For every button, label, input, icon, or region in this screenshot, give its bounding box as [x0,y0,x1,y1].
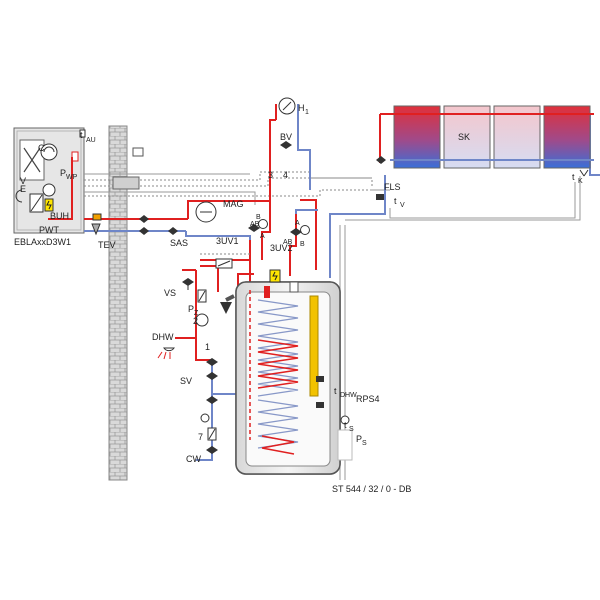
label-num-2: 2 [193,316,198,326]
label-cw: CW [186,454,201,464]
label-uv1-ab: AB [250,221,260,228]
label-uv1-a: A [260,233,265,240]
label-tdhw-sub: DHW [340,392,357,399]
label-vs: VS [164,288,176,298]
compressor-icon [40,143,58,161]
label-tau: t [80,130,83,140]
label-ts-sub: S [349,426,354,433]
label-h1: H [298,103,305,113]
label-tv-sub: V [400,202,405,209]
label-e: E [20,184,26,194]
rps4-unit [337,429,353,461]
label-uv2-b: B [300,241,305,248]
label-rps4: RPS4 [356,394,380,404]
collector-1 [393,105,441,169]
label-ps: P [356,434,362,444]
sv-valve-icon [206,372,218,380]
pump-pz-icon [195,313,209,327]
thermostatic-mixer-icon [220,302,232,314]
ball-valve-icon [139,215,149,223]
label-num-1: 1 [205,342,210,352]
label-pwt: PWT [39,225,59,235]
label-v: V [20,176,26,186]
label-uv1-b: B [256,214,261,221]
supply-piping [48,104,600,300]
label-pz-sub: Z [194,310,199,317]
label-3uv2: 3UV2 [270,243,293,253]
label-tank-model: ST 544 / 32 / 0 - DB [332,484,411,494]
label-num-7: 7 [198,432,203,442]
valve-3uv2-icon [300,225,310,235]
collector-2 [443,105,491,169]
label-uv2-ab: AB [283,239,293,246]
tank-coils [257,299,299,455]
label-port-4: 4 [283,170,288,180]
label-3uv1: 3UV1 [216,236,239,246]
label-pz: P [188,304,194,314]
label-buh: BUH [50,211,69,221]
tev-valve-icon [91,223,101,236]
electric-heater-icon [309,295,319,397]
pump-pwp-icon [42,183,56,197]
label-tau-sub: AU [86,137,96,144]
label-ts: t [344,420,347,430]
label-fls: FLS [384,182,401,192]
label-tk-sub: K [578,178,583,185]
label-tv: t [394,196,397,206]
labels: C t AU P WP V E BUH PWT EBLAxxD3W1 TEV M… [14,103,583,494]
shower-icon [163,347,175,352]
collector-4 [543,105,591,169]
fan-icon [23,147,41,173]
label-ps-sub: S [362,440,367,447]
label-port-3: 3 [268,170,273,180]
label-tk: t [572,172,575,182]
label-tdhw: t [334,386,337,396]
label-tev: TEV [98,240,116,250]
fls-sensor-icon [376,194,384,200]
valve-3uv1-icon [258,219,268,229]
label-h1-sub: 1 [305,109,309,116]
label-bv: BV [280,132,292,142]
pressure-gauge-icon [200,413,210,423]
storage-tank [235,281,341,475]
sas-valve-icon [168,227,178,235]
valves-and-pumps [91,97,589,461]
label-sv: SV [180,376,192,386]
expansion-icon [15,189,23,203]
solar-collectors [390,105,594,169]
label-uv2-a: A [295,220,300,227]
label-mag: MAG [223,199,244,209]
label-outdoor-unit: EBLAxxD3W1 [14,237,71,247]
wall [108,125,128,481]
label-pwp-sub: WP [66,174,78,181]
bypass-valve-icon [280,141,292,149]
label-c: C [38,143,45,153]
label-pwp: P [60,168,66,178]
label-sk: SK [458,132,470,142]
collector-3 [493,105,541,169]
label-sas: SAS [170,238,188,248]
label-dhw: DHW [152,332,174,342]
